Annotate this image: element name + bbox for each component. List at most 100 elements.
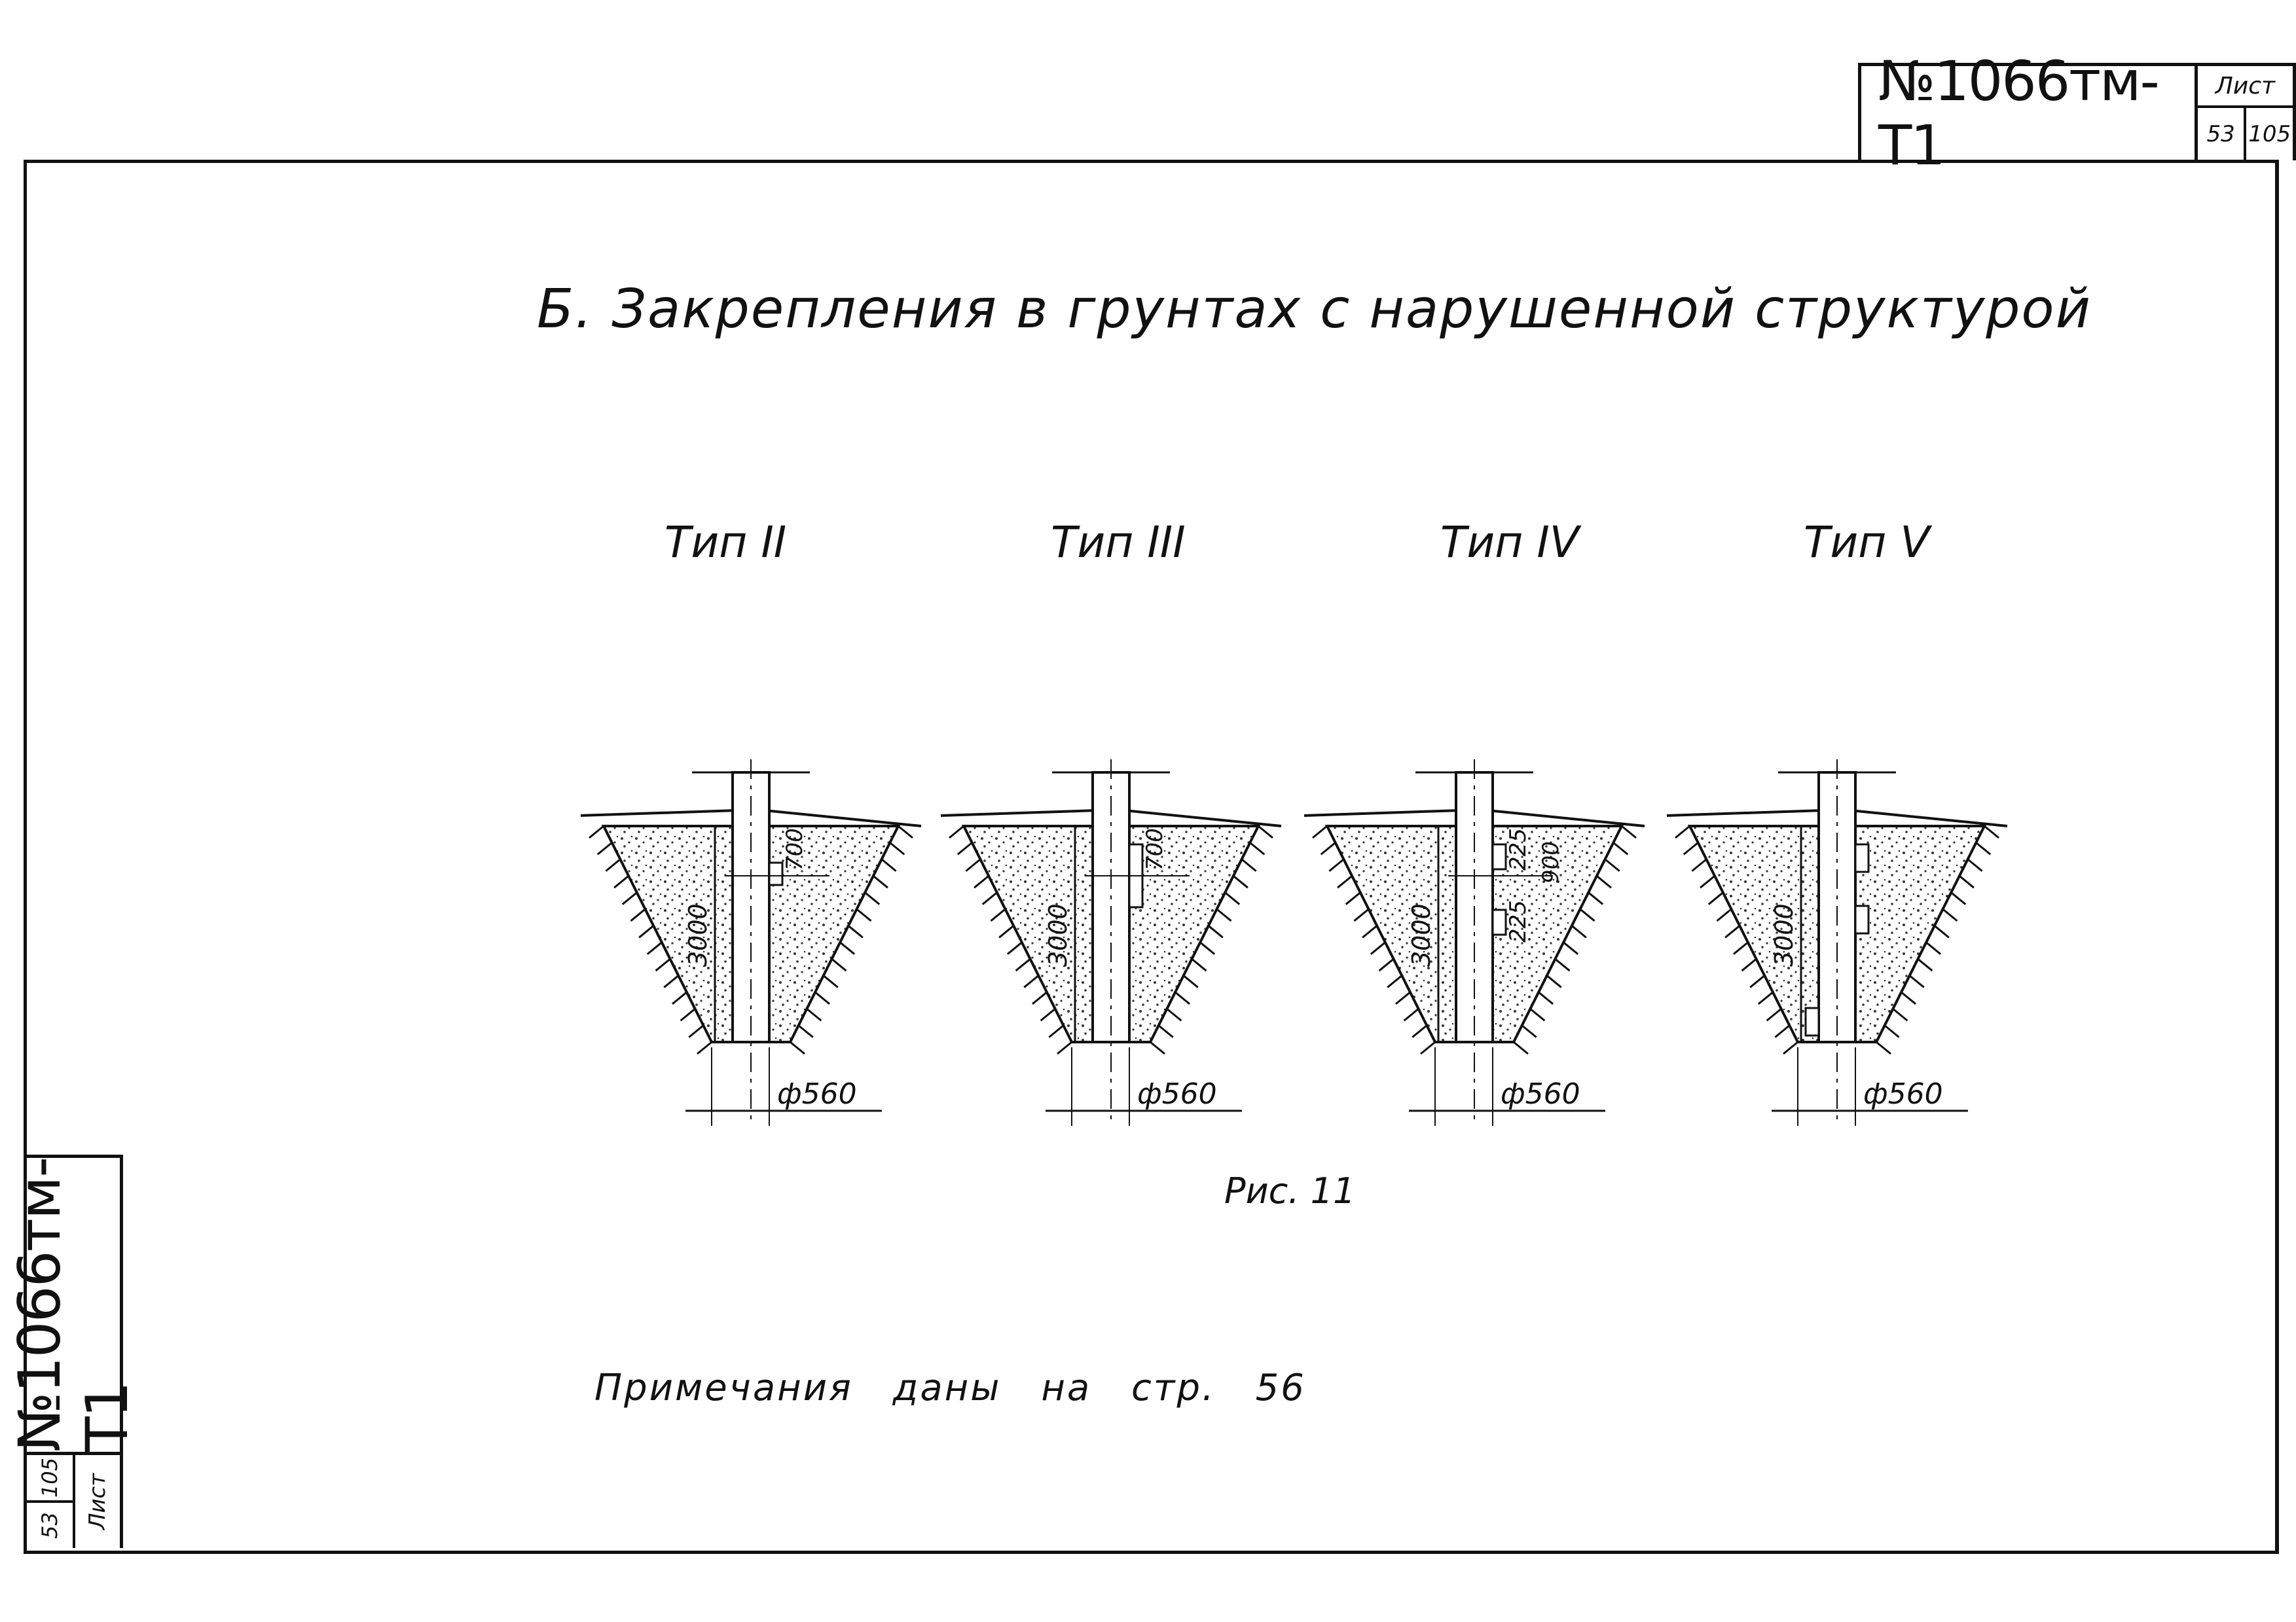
soil-hatch	[1241, 858, 1257, 872]
ground-line	[940, 809, 1099, 817]
soil-hatch	[990, 908, 1006, 922]
soil-hatch	[613, 874, 630, 889]
type-label-3: Тип III	[1051, 517, 1186, 568]
type-label-5: Тип V	[1804, 517, 1930, 568]
depth-label: 3000	[1770, 903, 1798, 967]
soil-hatch	[889, 842, 905, 856]
soil-hatch	[957, 842, 973, 856]
soil-hatch	[1766, 1008, 1782, 1022]
ground-line	[580, 809, 738, 817]
soil-hatch	[864, 892, 881, 905]
soil-hatch	[1048, 1024, 1065, 1038]
soil-hatch	[1224, 892, 1241, 905]
soil-hatch	[1199, 941, 1216, 955]
soil-hatch	[1166, 1008, 1182, 1022]
soil-hatch	[1975, 842, 1992, 856]
soil-hatch	[1157, 1024, 1174, 1038]
soil-hatch	[1741, 958, 1757, 972]
ground-line	[1850, 809, 2008, 827]
soil-hatch	[1031, 991, 1048, 1005]
ground-line	[1666, 809, 1825, 817]
soil-hatch	[949, 825, 964, 839]
soil-hatch	[1942, 908, 1958, 922]
soil-hatch	[1337, 874, 1353, 889]
soil-hatch	[1191, 958, 1207, 972]
soil-hatch	[1724, 925, 1741, 939]
soil-hatch	[1908, 975, 1925, 988]
soil-hatch	[1513, 1041, 1529, 1055]
soil-hatch	[605, 858, 621, 872]
soil-hatch	[1258, 825, 1273, 839]
side-stamp: 53 105 Лист №1066тм-Т1	[6, 1155, 141, 1548]
soil-hatch	[797, 1024, 814, 1038]
soil-hatch	[1546, 975, 1562, 988]
soil-hatch	[1984, 825, 1999, 839]
soil-hatch	[1232, 874, 1248, 889]
soil-hatch	[898, 825, 913, 839]
soil-hatch	[1175, 991, 1191, 1005]
anchor-block	[1491, 843, 1507, 871]
soil-hatch	[1950, 892, 1967, 905]
soil-hatch	[1378, 958, 1394, 972]
soil-hatch	[1595, 874, 1612, 889]
soil-hatch	[1006, 941, 1023, 955]
soil-hatch	[596, 842, 613, 856]
sheet-box: Лист 53 105	[2194, 66, 2293, 160]
soil-hatch	[1182, 975, 1199, 988]
depth-label: 3000	[683, 903, 712, 967]
anchor-depth-label: 700	[1142, 828, 1168, 871]
soil-hatch	[680, 1008, 696, 1022]
soil-hatch	[847, 925, 864, 939]
soil-hatch	[856, 908, 872, 922]
soil-hatch	[1884, 1024, 1900, 1038]
soil-hatch	[1554, 958, 1571, 972]
soil-hatch	[697, 1041, 712, 1055]
soil-hatch	[1675, 825, 1690, 839]
soil-hatch	[974, 874, 990, 889]
anchor-block	[1804, 1007, 1820, 1037]
soil-hatch	[1207, 925, 1224, 939]
soil-hatch	[814, 991, 831, 1005]
soil-hatch	[1412, 1024, 1428, 1038]
diameter-label: ф560	[1501, 1077, 1580, 1111]
soil-hatch	[630, 908, 646, 922]
diameter-label: ф560	[1137, 1077, 1217, 1111]
soil-hatch	[872, 874, 888, 889]
sheet-numbers: 53 105	[2198, 108, 2293, 160]
depth-label: 3000	[1407, 903, 1436, 967]
soil-hatch	[688, 1024, 704, 1038]
soil-hatch	[638, 925, 655, 939]
soil-hatch	[663, 975, 680, 988]
soil-hatch	[1040, 1008, 1056, 1022]
diameter-label: ф560	[777, 1077, 857, 1111]
soil-hatch	[1588, 892, 1604, 905]
soil-hatch	[1933, 925, 1950, 939]
soil-hatch	[1958, 874, 1975, 889]
soil-hatch	[1604, 858, 1620, 872]
page-heading: Б. Закрепления в грунтах с нарушенной ст…	[537, 278, 2092, 340]
soil-hatch	[1579, 908, 1595, 922]
type-label-2: Тип II	[665, 517, 787, 568]
soil-hatch	[1967, 858, 1983, 872]
soil-hatch	[1216, 908, 1232, 922]
sheet-frame	[24, 160, 2279, 1554]
sheet-label: Лист	[2197, 66, 2293, 108]
soil-hatch	[1387, 975, 1403, 988]
sheet-number: 53	[2206, 121, 2235, 147]
soil-hatch	[1521, 1024, 1537, 1038]
soil-hatch	[1707, 892, 1724, 905]
anchor-depth-label: 225	[1505, 828, 1531, 871]
soil-hatch	[1925, 941, 1942, 955]
soil-hatch	[1328, 858, 1345, 872]
soil-hatch	[1394, 991, 1411, 1005]
soil-hatch	[589, 825, 604, 839]
ground-line	[1487, 809, 1645, 827]
ground-line	[1303, 809, 1462, 817]
soil-hatch	[1876, 1041, 1891, 1055]
soil-hatch	[1023, 975, 1040, 988]
soil-hatch	[981, 892, 998, 905]
soil-hatch	[671, 991, 687, 1005]
